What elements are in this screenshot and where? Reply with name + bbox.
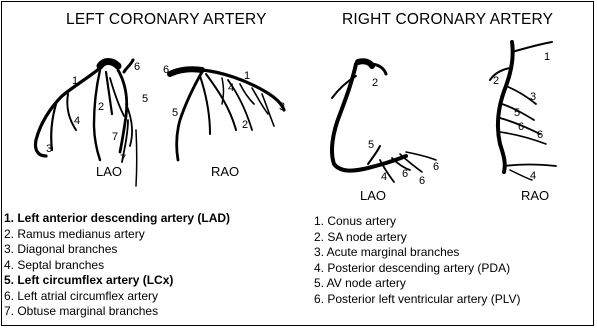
right-legend-item-4: 4. Posterior descending artery (PDA) <box>314 261 521 277</box>
right-rao-label-6a: 6 <box>518 121 524 133</box>
right-lao-label-6b: 6 <box>419 175 425 187</box>
right-legend-text-6: 6. Posterior left ventricular artery (PL… <box>314 292 521 306</box>
left-lao-label-6: 6 <box>134 61 140 73</box>
left-lao-label-2: 2 <box>98 101 104 113</box>
right-legend-text-1: 1. Conus artery <box>314 214 396 228</box>
right-lao-label-6c: 6 <box>433 161 439 173</box>
right-legend-text-3: 3. Acute marginal branches <box>314 245 459 259</box>
left-rao-vessel-tree <box>170 69 284 160</box>
left-lao-label-7a: 7 <box>112 131 118 143</box>
left-legend-item-1: 1. Left anterior descending artery (LAD) <box>4 211 230 227</box>
right-rao-label-4: 4 <box>530 170 536 182</box>
left-rao-label-4: 4 <box>228 82 234 94</box>
left-lao-label-3: 3 <box>46 143 52 155</box>
right-lao-vessel-tree <box>332 61 436 182</box>
left-legend-item-7: 7. Obtuse marginal branches <box>4 304 230 320</box>
right-legend-item-6: 6. Posterior left ventricular artery (PL… <box>314 292 521 308</box>
left-legend-item-3: 3. Diagonal branches <box>4 242 230 258</box>
left-legend-text-7: 7. Obtuse marginal branches <box>4 304 158 318</box>
left-rao-label-6: 6 <box>163 64 169 76</box>
right-legend-text-4: 4. Posterior descending artery (PDA) <box>314 261 510 275</box>
left-legend-text-3: 3. Diagonal branches <box>4 242 117 256</box>
left-rao-label-1: 1 <box>244 70 250 82</box>
right-rao-label-6b: 6 <box>537 129 543 141</box>
left-lao-view-label: LAO <box>96 164 122 179</box>
right-rao-label-2: 2 <box>493 75 499 87</box>
left-legend-text-1: 1. Left anterior descending artery (LAD) <box>4 211 230 225</box>
left-lao-label-4: 4 <box>74 115 80 127</box>
left-legend-item-5: 5. Left circumflex artery (LCx) <box>4 273 230 289</box>
left-coronary-legend: 1. Left anterior descending artery (LAD)… <box>4 211 230 320</box>
left-legend-item-6: 6. Left atrial circumflex artery <box>4 289 230 305</box>
left-rao-label-2: 2 <box>242 119 248 131</box>
right-rao-label-1: 1 <box>544 51 550 63</box>
left-legend-text-2: 2. Ramus medianus artery <box>4 227 145 241</box>
right-lao-view-label: LAO <box>360 188 386 203</box>
left-legend-text-6: 6. Left atrial circumflex artery <box>4 289 158 303</box>
right-lao-label-5: 5 <box>368 139 374 151</box>
right-lao-label-2: 2 <box>372 77 378 89</box>
left-rao-label-5: 5 <box>172 107 178 119</box>
right-legend-item-1: 1. Conus artery <box>314 214 521 230</box>
left-lao-label-5: 5 <box>142 93 148 105</box>
right-lao-label-4: 4 <box>381 171 387 183</box>
right-rao-label-5: 5 <box>514 107 520 119</box>
left-legend-text-4: 4. Septal branches <box>4 258 104 272</box>
left-legend-item-2: 2. Ramus medianus artery <box>4 227 230 243</box>
left-lao-label-1: 1 <box>72 75 78 87</box>
left-rao-label-3: 3 <box>279 101 285 113</box>
left-rao-view-label: RAO <box>211 164 239 179</box>
right-legend-text-5: 5. AV node artery <box>314 276 406 290</box>
right-rao-label-3: 3 <box>530 91 536 103</box>
right-legend-item-2: 2. SA node artery <box>314 230 521 246</box>
right-legend-text-2: 2. SA node artery <box>314 230 407 244</box>
right-legend-item-5: 5. AV node artery <box>314 276 521 292</box>
right-rao-view-label: RAO <box>521 188 549 203</box>
left-legend-text-5: 5. Left circumflex artery (LCx) <box>4 273 173 287</box>
right-legend-item-3: 3. Acute marginal branches <box>314 245 521 261</box>
left-legend-item-4: 4. Septal branches <box>4 258 230 274</box>
right-lao-label-6a: 6 <box>402 168 408 180</box>
